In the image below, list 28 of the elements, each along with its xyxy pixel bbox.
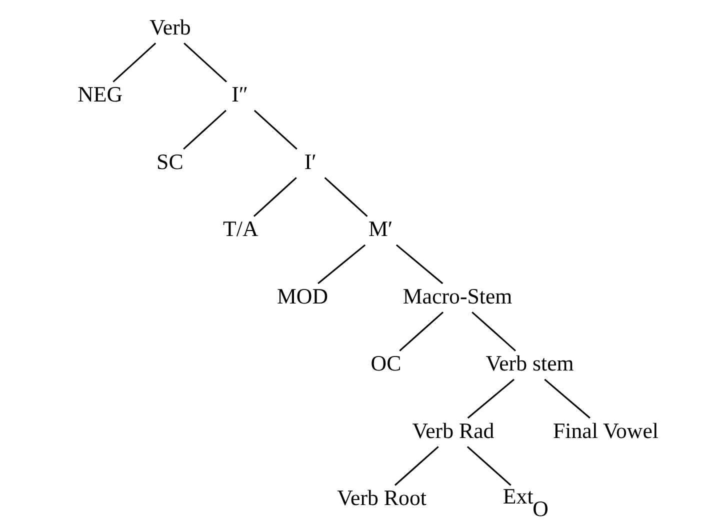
node-text: Final Vowel [552,418,658,443]
node-text: MOD [276,283,328,308]
node-text: I″ [231,82,248,107]
node-text: I′ [304,148,316,174]
connector [317,244,366,284]
node-text: Verb stem [485,350,574,376]
connector [466,446,511,486]
node-text: T/A [222,216,258,242]
connector [253,110,297,150]
node-text: OC [370,350,401,376]
connector [394,446,438,486]
connector [112,42,156,82]
node-text: NEG [77,82,122,107]
node-text: Macro-Stem [402,283,512,308]
connector [398,312,444,352]
connector [544,378,590,419]
connector [252,177,296,217]
connector [466,378,514,419]
node-text: Verb [149,14,190,40]
connector [471,312,516,352]
connector [395,244,443,284]
node-text: Verb Rad [412,418,494,443]
connector [183,42,226,82]
connector [324,177,368,217]
node-text: SC [156,148,183,174]
connector [182,110,226,150]
node-text: M′ [368,216,392,242]
node-text: Verb Root [336,485,426,510]
